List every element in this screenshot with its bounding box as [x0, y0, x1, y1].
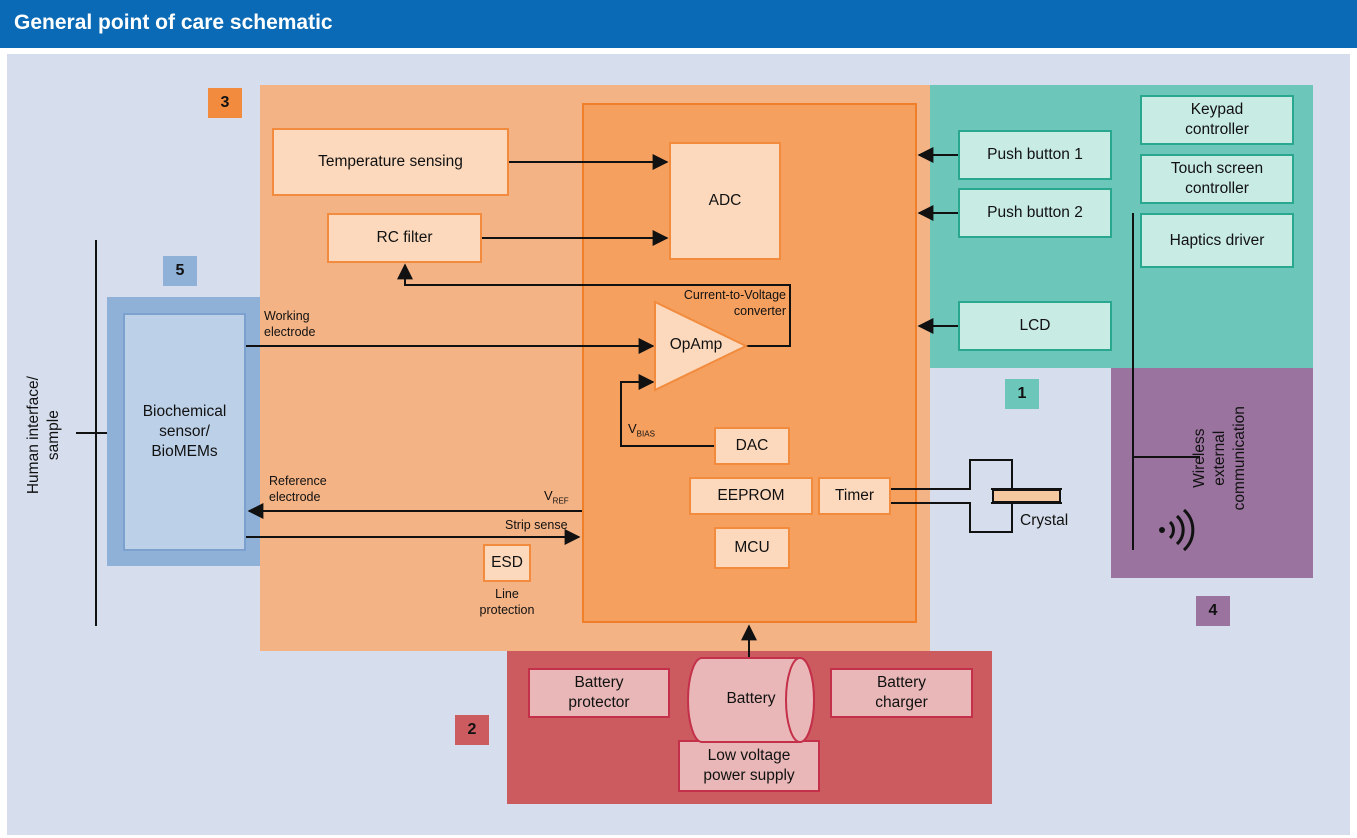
mcu-box: MCU: [714, 527, 790, 569]
badge-3: 3: [208, 88, 242, 118]
vbias-sub: BIAS: [636, 429, 655, 439]
timer-box: Timer: [818, 477, 891, 515]
rc-filter-box: RC filter: [327, 213, 482, 263]
opamp-label: OpAmp: [669, 336, 723, 353]
push-button-2-box: Push button 2: [958, 188, 1112, 238]
lcd-box: LCD: [958, 301, 1112, 351]
eeprom-box: EEPROM: [689, 477, 813, 515]
dac-box: DAC: [714, 427, 790, 465]
vbias-main: V: [628, 421, 637, 436]
human-interface-label: Human interface/sample: [24, 376, 62, 495]
haptics-driver-box: Haptics driver: [1140, 213, 1294, 268]
vref-sub: REF: [552, 496, 569, 506]
push-button-1-box: Push button 1: [958, 130, 1112, 180]
vbias-label: VBIAS: [628, 421, 655, 440]
vref-main: V: [544, 488, 553, 503]
strip-sense-label: Strip sense: [505, 518, 568, 532]
temperature-sensing-box: Temperature sensing: [272, 128, 509, 196]
badge-2: 2: [455, 715, 489, 745]
badge-1: 1: [1005, 379, 1039, 409]
vref-label: VREF: [544, 488, 569, 507]
adc-box: ADC: [669, 142, 781, 260]
header-bar: General point of care schematic: [0, 0, 1357, 48]
battery-label: Battery: [726, 690, 776, 707]
page-title: General point of care schematic: [14, 11, 333, 34]
region-4-wireless: [1111, 368, 1313, 578]
badge-5: 5: [163, 256, 197, 286]
esd-box: ESD: [483, 544, 531, 582]
badge-4: 4: [1196, 596, 1230, 626]
crystal-label: Crystal: [1020, 512, 1069, 529]
